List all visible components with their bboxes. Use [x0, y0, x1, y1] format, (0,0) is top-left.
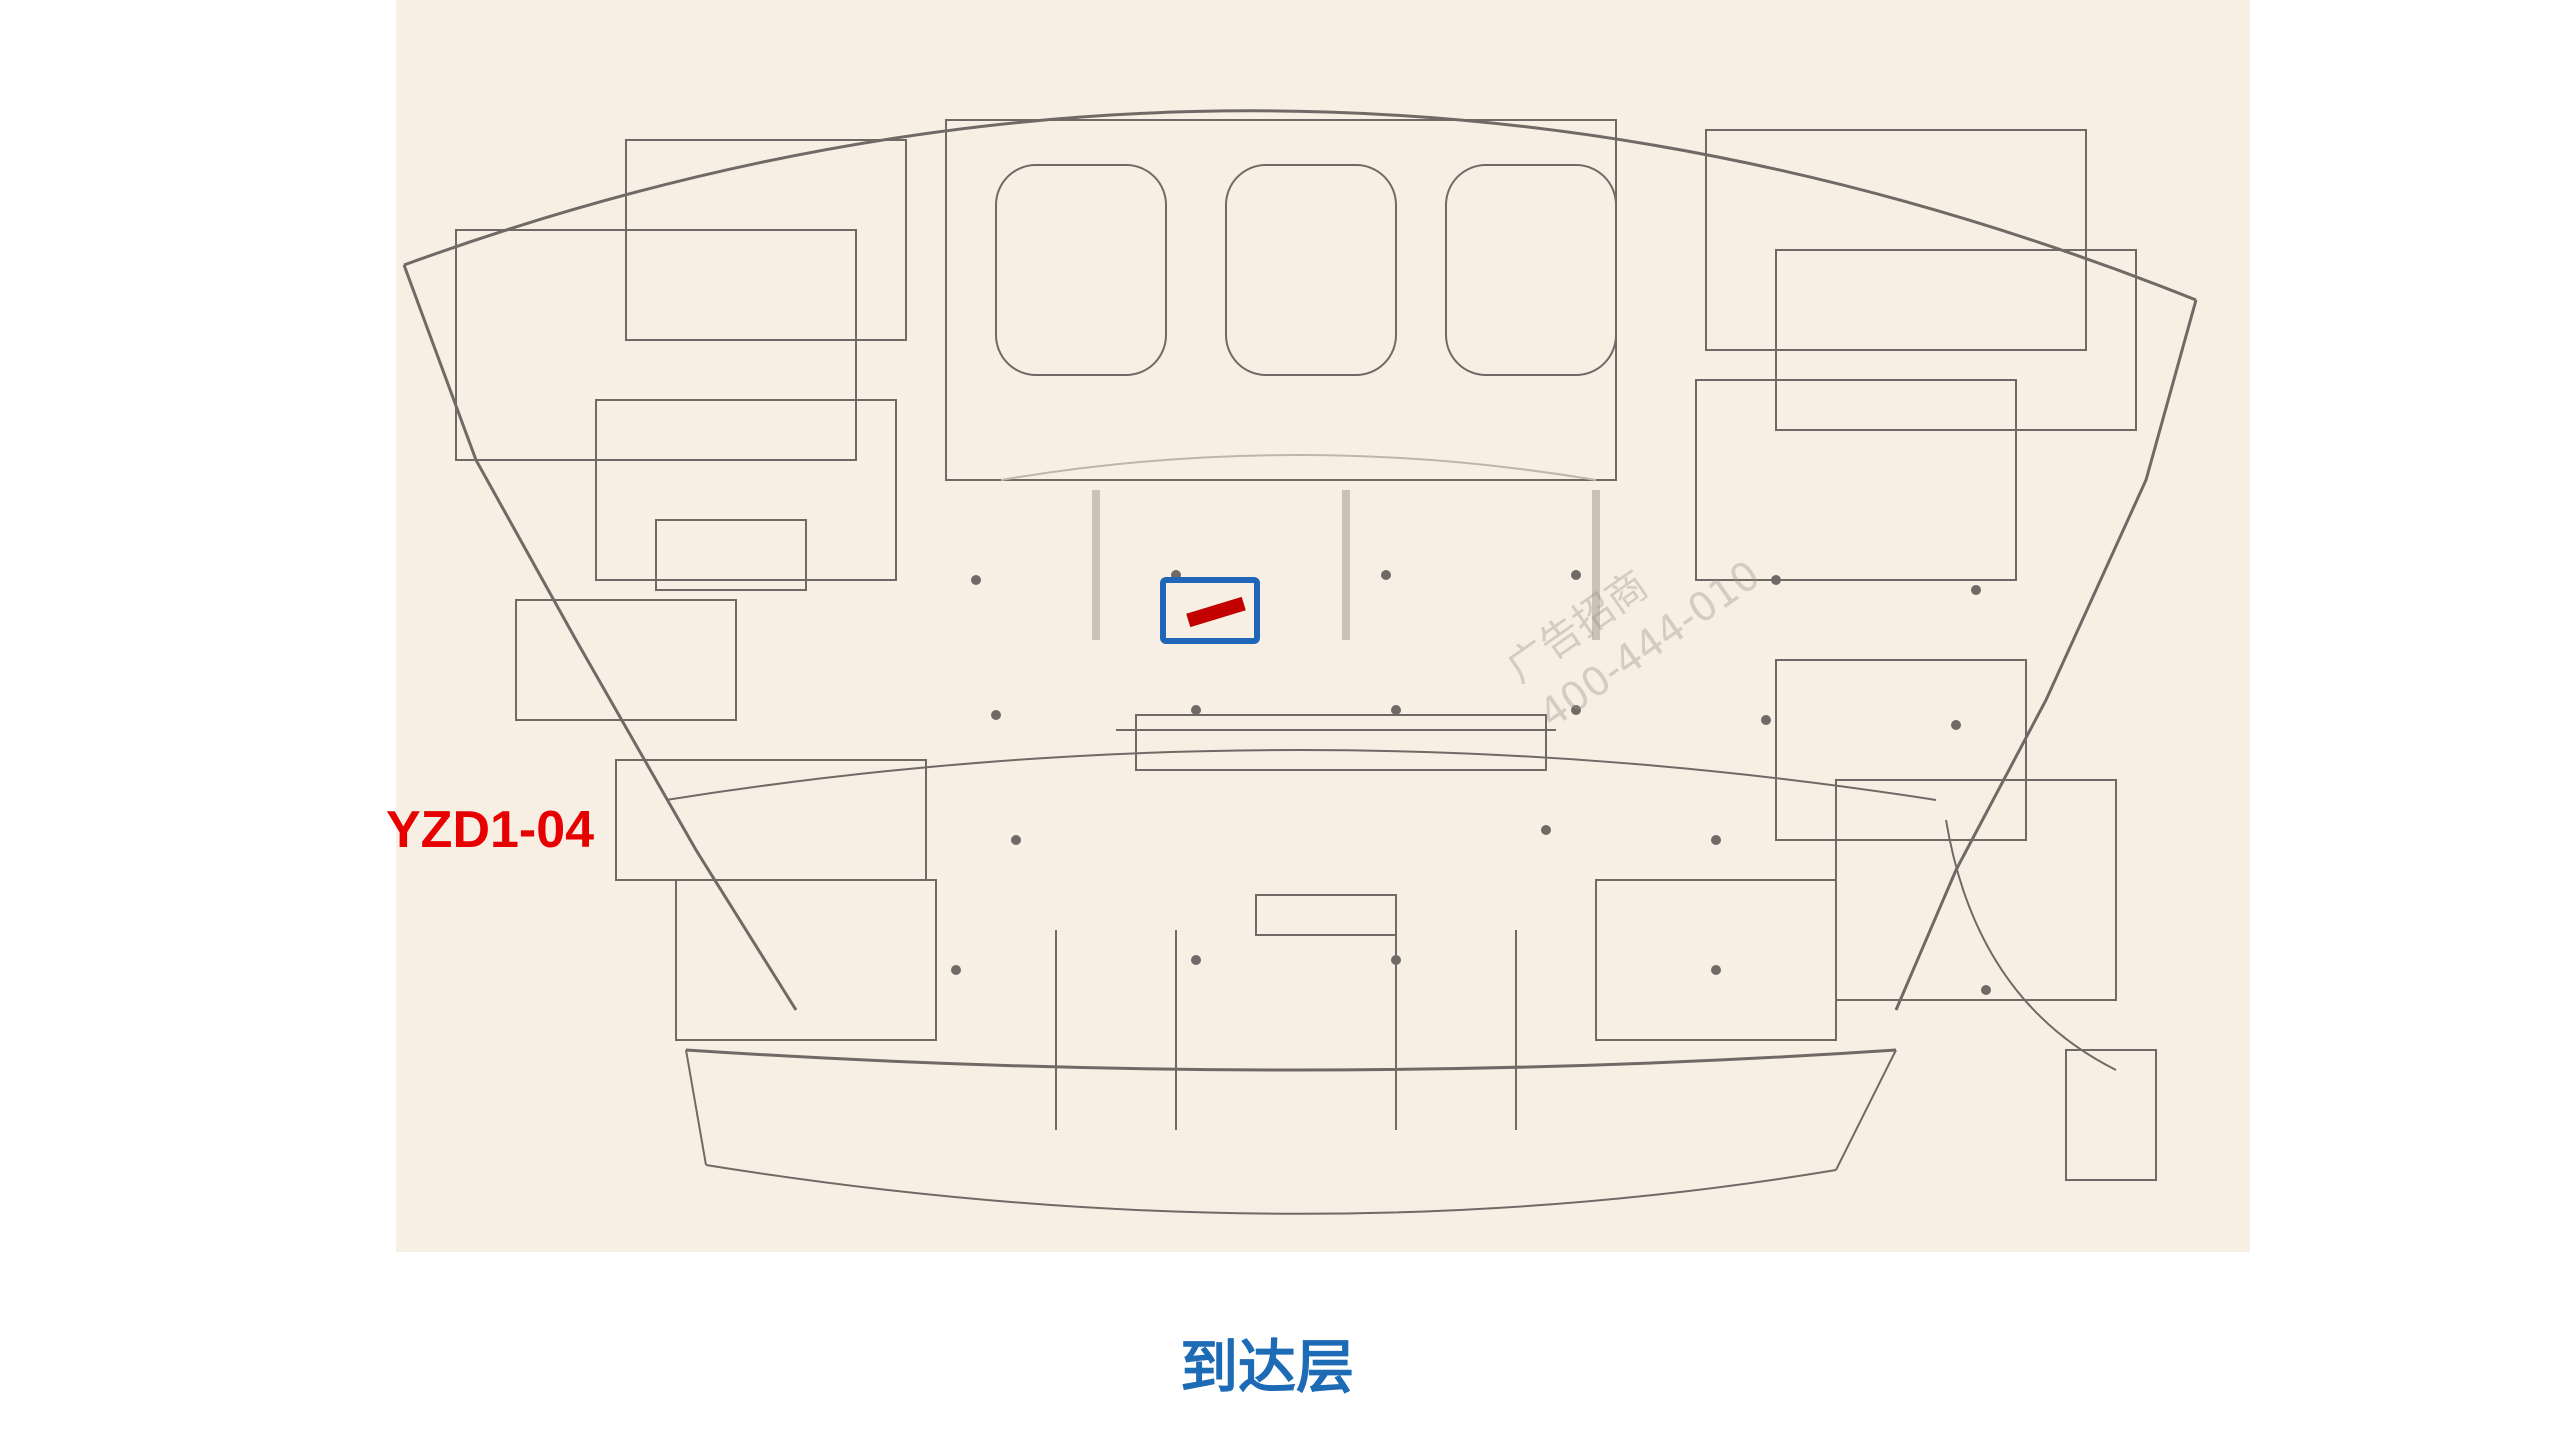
floor-plan-drawing — [402, 109, 2198, 1215]
ad-location-bar — [1186, 596, 1246, 628]
ad-location-code: YZD1-04 — [386, 801, 595, 859]
ad-location-marker[interactable] — [1160, 577, 1260, 644]
floor-title: 到达层 — [1180, 1333, 1355, 1401]
floor-plan-map: 广告招商 400-444-010 — [396, 0, 2250, 1252]
